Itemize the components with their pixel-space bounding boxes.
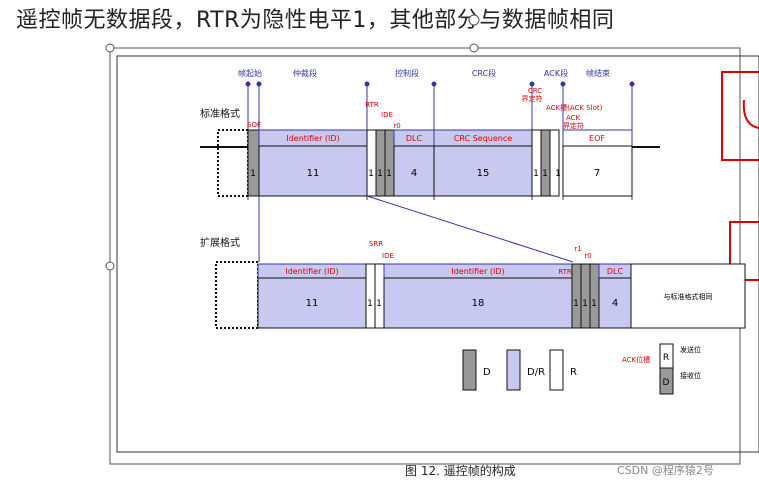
seg-ack: ACK段 bbox=[544, 68, 568, 78]
std-crc-text: CRC Sequence bbox=[454, 134, 512, 143]
extended-format-label: 扩展格式 bbox=[200, 236, 240, 249]
std-bit-id: 11 bbox=[307, 168, 320, 179]
ext-ide-bit bbox=[374, 263, 385, 329]
std-bit-ide: 1 bbox=[377, 169, 383, 179]
seg-crc: CRC段 bbox=[472, 68, 496, 78]
heading: 遥控帧无数据段，RTR为隐性电平1，其他部分与数据帧相同 bbox=[16, 8, 615, 33]
std-crc-bits bbox=[433, 145, 533, 197]
ext-bit-ide: 1 bbox=[376, 299, 382, 309]
std-ack-slot-tag: ACK槽(ACK Slot) bbox=[546, 103, 603, 112]
ext-same-as-std-box bbox=[630, 263, 746, 329]
ext-ide-tag: IDE bbox=[382, 252, 394, 260]
ext-srr-bit bbox=[365, 263, 376, 329]
ext-bit-id2: 18 bbox=[472, 298, 485, 309]
std-r0-tag: r0 bbox=[393, 122, 400, 130]
red-curve bbox=[742, 99, 759, 129]
rotate-handle[interactable] bbox=[468, 14, 480, 26]
std-ide-tag: IDE bbox=[381, 111, 393, 119]
ext-srr-tag: SRR bbox=[369, 240, 383, 248]
std-bit-crc-delim: 1 bbox=[533, 169, 539, 179]
std-bit-r0: 1 bbox=[386, 169, 392, 179]
std-ack-delim-bit bbox=[549, 129, 560, 197]
ext-bit-id1: 11 bbox=[306, 298, 319, 309]
legend-d-swatch bbox=[462, 349, 477, 391]
std-eof-bits bbox=[562, 145, 633, 197]
std-bit-eof: 7 bbox=[594, 168, 600, 179]
ext-same-as-std-text: 与标准格式相同 bbox=[664, 292, 713, 301]
std-rtr-bit bbox=[366, 129, 377, 197]
ext-identifier2-bits bbox=[383, 277, 573, 329]
red-highlight-box-1 bbox=[721, 71, 759, 161]
std-ack-slot-bit bbox=[540, 129, 551, 197]
std-bit-dlc: 4 bbox=[411, 168, 417, 179]
legend-send-label: 发送位 bbox=[680, 345, 701, 354]
ext-dlc-bits bbox=[598, 277, 632, 329]
image-frame[interactable] bbox=[109, 47, 741, 465]
figure-caption: 图 12. 遥控帧的构成 bbox=[405, 464, 516, 478]
std-crc-delim-bit bbox=[531, 129, 542, 197]
ext-idle-left bbox=[215, 261, 259, 329]
ext-r1-bit bbox=[580, 263, 591, 329]
standard-format-label: 标准格式 bbox=[200, 107, 240, 120]
legend-recv-label: 接收位 bbox=[680, 371, 701, 380]
std-dlc-text: DLC bbox=[406, 134, 423, 143]
resize-handle-tc[interactable] bbox=[469, 43, 479, 53]
std-ide-bit bbox=[375, 129, 386, 197]
std-identifier-text: Identifier (ID) bbox=[286, 134, 339, 143]
legend-recv-swatch bbox=[659, 367, 674, 395]
resize-handle-tl[interactable] bbox=[105, 43, 115, 53]
std-bit-crc: 15 bbox=[477, 168, 490, 179]
std-idle-left bbox=[217, 129, 249, 197]
std-bit-rtr: 1 bbox=[368, 169, 374, 179]
legend-dr-label: D/R bbox=[527, 367, 545, 378]
seg-eof: 帧结束 bbox=[586, 68, 610, 78]
std-sof-bit bbox=[247, 129, 260, 197]
watermark: CSDN @程序猿2号 bbox=[617, 464, 714, 477]
ext-identifier2-text: Identifier (ID) bbox=[451, 267, 504, 276]
std-r0-bit bbox=[384, 129, 395, 197]
legend-r-label: R bbox=[570, 367, 577, 378]
ext-dlc-text: DLC bbox=[607, 267, 624, 276]
legend-ack-title: ACK位槽 bbox=[622, 355, 650, 364]
ext-rtr-bit bbox=[571, 263, 582, 329]
ext-identifier1-bits bbox=[257, 277, 367, 329]
legend-dr-swatch bbox=[506, 349, 521, 391]
seg-arbitration: 仲裁段 bbox=[293, 68, 317, 78]
ext-r0-bit bbox=[589, 263, 600, 329]
ext-identifier1-text: Identifier (ID) bbox=[285, 267, 338, 276]
seg-sof: 帧起始 bbox=[238, 68, 262, 78]
legend-send-letter: R bbox=[663, 353, 669, 363]
ext-bit-rtr: 1 bbox=[573, 299, 579, 309]
red-highlight-box-2 bbox=[729, 221, 759, 281]
legend-r-swatch bbox=[549, 349, 564, 391]
std-sof-tag: SOF bbox=[247, 121, 261, 129]
seg-control: 控制段 bbox=[395, 68, 419, 78]
ext-bit-r1: 1 bbox=[582, 299, 588, 309]
std-bit-ack-slot: 1 bbox=[542, 169, 548, 179]
legend-recv-letter: D bbox=[663, 378, 670, 388]
ext-bit-dlc: 4 bbox=[612, 298, 618, 309]
ext-r0-tag: r0 bbox=[584, 252, 591, 260]
ext-rtr-tag: RTR bbox=[558, 268, 572, 276]
ext-bit-srr: 1 bbox=[367, 299, 373, 309]
std-bit-ack-delim: 1 bbox=[555, 169, 561, 179]
resize-handle-ml[interactable] bbox=[105, 261, 115, 271]
ext-bit-r0: 1 bbox=[591, 299, 597, 309]
inner-figure-border bbox=[116, 55, 759, 453]
std-rtr-tag: RTR bbox=[365, 101, 379, 109]
std-eof-text: EOF bbox=[589, 134, 605, 143]
ext-r1-tag: r1 bbox=[574, 245, 581, 253]
legend-d-label: D bbox=[483, 367, 491, 378]
std-bit-sof: 1 bbox=[250, 169, 256, 179]
